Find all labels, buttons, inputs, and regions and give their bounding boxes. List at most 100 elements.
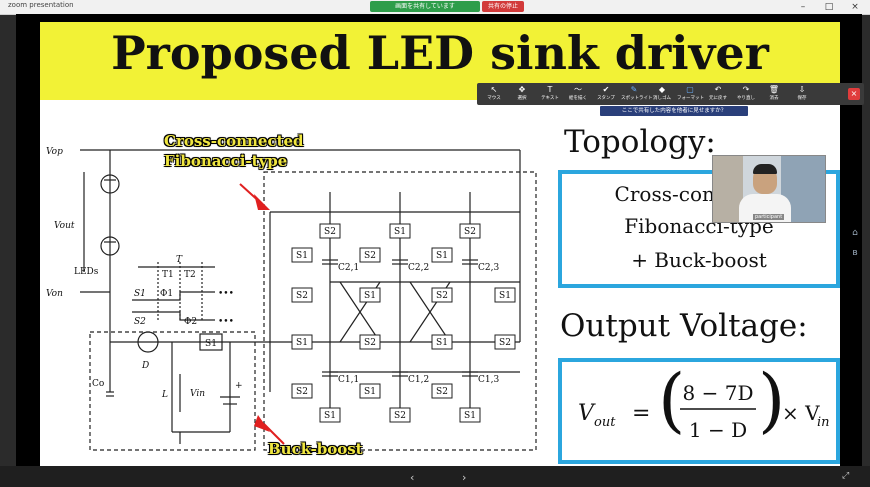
topology-box: Cross-connected Fibonacci-type + Buck-bo… [558, 170, 840, 288]
tool-label: スポットライト [621, 96, 653, 101]
switch-s1: S1 [499, 291, 511, 301]
tool-format[interactable]: ▢フォーマット [677, 85, 704, 103]
tool-label: やり直し [737, 96, 755, 101]
switch-s2: S2 [394, 411, 406, 421]
period-t-label: T [176, 255, 183, 265]
formula-denominator: 1 − D [689, 418, 747, 442]
tool-spotlight[interactable]: ✎スポットライト [621, 85, 653, 103]
timing-dots-2: ••• [218, 317, 234, 327]
video-background-shelf [713, 156, 743, 222]
output-voltage-formula: V out = ( 8 − 7D 1 − D ) × V in [578, 359, 830, 442]
undo-icon: ↶ [714, 85, 722, 94]
tool-eraser[interactable]: ◆消しゴム [649, 85, 675, 103]
window-titlebar: zoom presentation 画面を共有しています 共有の停止 – □ × [0, 0, 870, 15]
tool-select[interactable]: ✥選択 [509, 85, 535, 103]
prev-page-button[interactable]: ‹ [410, 471, 415, 484]
formula-box: V out = ( 8 − 7D 1 − D ) × V in [558, 358, 840, 464]
switch-s2: S2 [499, 338, 511, 348]
tool-label: 絵を描く [569, 96, 587, 101]
switch-s2: S2 [364, 251, 376, 261]
vop-label: Vop [46, 147, 63, 157]
formula-lhs: V [578, 401, 596, 426]
formula-equals: = [632, 401, 650, 426]
switch-s1: S1 [436, 338, 448, 348]
tool-label: 保存 [797, 96, 807, 101]
topology-heading: Topology: [564, 124, 716, 160]
redo-icon: ↷ [742, 85, 750, 94]
participant-video[interactable]: participant [712, 155, 826, 223]
tool-mouse[interactable]: ↖マウス [481, 85, 507, 103]
stop-share-button[interactable]: 共有の停止 [482, 1, 524, 12]
timing-dots-1: ••• [218, 289, 234, 299]
cap-c21-label: C2,1 [338, 263, 359, 273]
tool-save[interactable]: ⇩ 保存 [789, 85, 815, 103]
switch-s1: S1 [296, 338, 308, 348]
tool-label: テキスト [541, 96, 559, 101]
arrow-to-buck-boost [254, 415, 270, 432]
co-label: Co [92, 379, 104, 389]
von-label: Von [46, 289, 63, 299]
participant-name: participant [753, 214, 785, 220]
phi2-label: Φ2 [184, 317, 197, 327]
home-icon[interactable]: ⌂ [852, 228, 858, 238]
stamp-icon: ✔ [602, 85, 610, 94]
switch-s1: S1 [464, 411, 476, 421]
label-cross-connected: Cross-connected [164, 132, 304, 150]
close-window-button[interactable]: × [851, 2, 859, 12]
label-fibonacci-type: Fibonacci-type [164, 152, 288, 170]
switch-s2: S2 [364, 338, 376, 348]
t2-label: T2 [184, 270, 196, 280]
tool-redo[interactable]: ↷ やり直し [733, 85, 759, 103]
tool-draw[interactable]: 〜絵を描く [565, 85, 591, 103]
tool-label: 元に戻す [709, 96, 727, 101]
switch-s2: S2 [464, 227, 476, 237]
select-icon: ✥ [518, 85, 526, 94]
formula-numerator: 8 − 7D [683, 381, 754, 405]
svg-text:(: ( [658, 362, 685, 441]
fullscreen-icon[interactable]: ⤢ [842, 471, 850, 481]
vout-label: Vout [54, 221, 75, 231]
switch-s2: S2 [324, 227, 336, 237]
switch-s1: S1 [436, 251, 448, 261]
minimize-button[interactable]: – [800, 2, 806, 12]
label-buck-boost: Buck-boost [268, 440, 363, 458]
switch-s1: S1 [296, 251, 308, 261]
switch-s2: S2 [296, 387, 308, 397]
topology-line-3: + Buck-boost [631, 248, 767, 272]
formula-lhs-sub: out [594, 415, 616, 430]
next-page-button[interactable]: › [462, 471, 467, 484]
switch-s2: S2 [436, 387, 448, 397]
maximize-button[interactable]: □ [824, 2, 834, 12]
sharing-status-pill[interactable]: 画面を共有しています [370, 1, 480, 12]
t1-label: T1 [162, 270, 174, 280]
switch-s1: S1 [324, 411, 336, 421]
switch-s2: S2 [436, 291, 448, 301]
cap-c23-label: C2,3 [478, 263, 499, 273]
cap-c13-label: C1,3 [478, 375, 499, 385]
switch-s1: S1 [394, 227, 406, 237]
formula-times-vin: × V [782, 401, 820, 425]
vin-label: Vin [190, 389, 205, 399]
output-voltage-heading: Output Voltage: [560, 308, 808, 344]
tool-clear[interactable]: 🗑消去 [761, 85, 787, 103]
arrow-to-cross-connected [254, 194, 270, 210]
bluetooth-icon[interactable]: ʙ [852, 248, 858, 258]
toolbar-close-button[interactable]: × [848, 88, 860, 100]
tool-stamp[interactable]: ✔ スタンプ [593, 85, 619, 103]
eraser-icon: ◆ [658, 85, 666, 94]
formula-rhs-sub: in [817, 415, 830, 430]
save-icon: ⇩ [798, 85, 806, 94]
tool-label: スタンプ [597, 96, 615, 101]
phi1-label: Φ1 [160, 289, 173, 299]
trash-icon: 🗑 [768, 85, 780, 94]
tool-undo[interactable]: ↶ 元に戻す [705, 85, 731, 103]
leds-label: LEDs [74, 267, 99, 277]
tool-label: フォーマット [677, 96, 704, 101]
inductor-l-label: L [161, 390, 168, 400]
share-notice-banner[interactable]: ここで共有した内容を他者に見せますか？ [600, 106, 748, 116]
s1-timing-label: S1 [134, 289, 146, 299]
cap-c11-label: C1,1 [338, 375, 359, 385]
diode-d-label: D [141, 361, 149, 371]
